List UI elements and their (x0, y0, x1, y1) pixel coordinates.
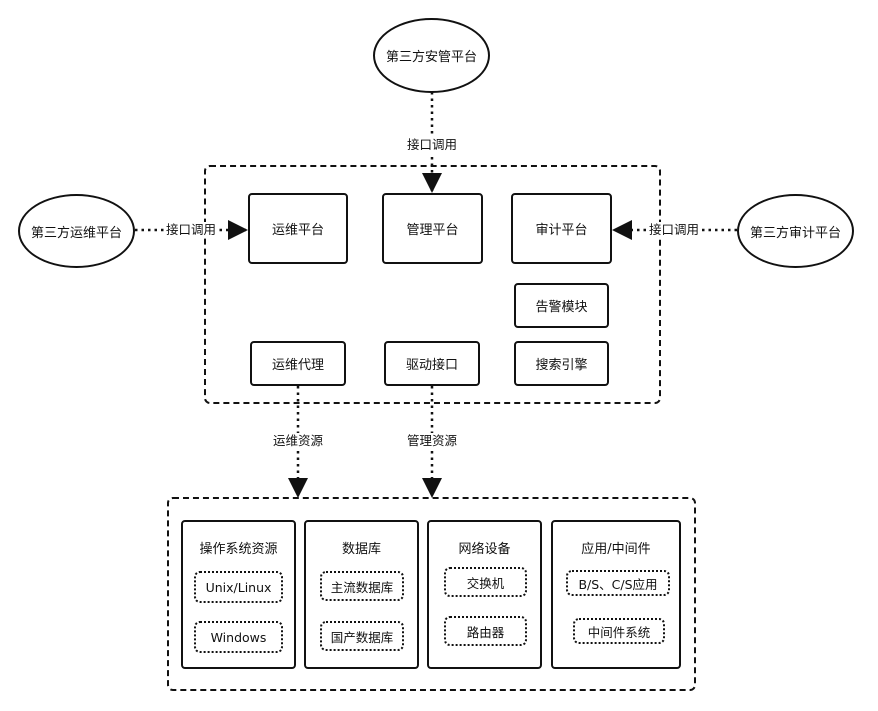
resource-card-database: 数据库 主流数据库 国产数据库 (304, 520, 419, 669)
third-party-audit-platform: 第三方审计平台 (737, 194, 854, 268)
edge-label-mgmt-resource: 管理资源 (404, 433, 460, 449)
third-party-ops-platform: 第三方运维平台 (18, 194, 135, 268)
ops-agent: 运维代理 (250, 341, 346, 386)
core-system-group (204, 165, 661, 404)
resource-item-domestic-db: 国产数据库 (320, 621, 404, 651)
driver-interface: 驱动接口 (384, 341, 480, 386)
resource-card-title: 操作系统资源 (199, 542, 278, 557)
third-party-security-platform: 第三方安管平台 (373, 18, 490, 93)
search-engine: 搜索引擎 (514, 341, 609, 386)
edge-label-api-right: 接口调用 (646, 222, 702, 238)
edge-label-api-top: 接口调用 (404, 137, 460, 153)
audit-platform: 审计平台 (511, 193, 612, 264)
edge-label-api-left: 接口调用 (163, 222, 219, 238)
edge-label-ops-resource: 运维资源 (270, 433, 326, 449)
resource-card-title: 网络设备 (458, 542, 511, 557)
resource-item-bs-cs-app: B/S、C/S应用 (566, 570, 670, 596)
resource-item-switch: 交换机 (444, 567, 527, 597)
resource-card-network: 网络设备 交换机 路由器 (427, 520, 542, 669)
resource-card-os: 操作系统资源 Unix/Linux Windows (181, 520, 296, 669)
management-platform: 管理平台 (382, 193, 483, 264)
resource-card-title: 应用/中间件 (581, 542, 651, 557)
resource-group (167, 497, 696, 691)
resource-item-unix-linux: Unix/Linux (194, 571, 283, 603)
resource-item-router: 路由器 (444, 616, 527, 646)
resource-item-windows: Windows (194, 621, 283, 653)
ops-platform: 运维平台 (248, 193, 348, 264)
alert-module: 告警模块 (514, 283, 609, 328)
resource-item-mainstream-db: 主流数据库 (320, 571, 404, 601)
resource-card-title: 数据库 (341, 542, 381, 557)
resource-card-application: 应用/中间件 B/S、C/S应用 中间件系统 (551, 520, 681, 669)
resource-item-middleware: 中间件系统 (573, 618, 665, 644)
